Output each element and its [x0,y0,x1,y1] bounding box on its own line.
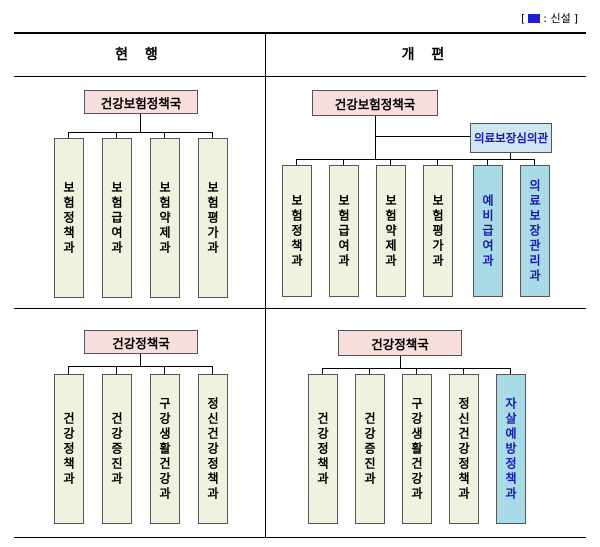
connector [375,116,376,159]
legend-close: ] [573,11,578,25]
dept-label: 건강정책과 [61,411,76,487]
dept-label: 보험정책과 [61,180,76,256]
dept-box: 보험약제과 [376,165,406,297]
dept-label: 보험약제과 [157,180,172,256]
dept-label: 정신건강정책과 [205,396,220,502]
dept-label: 구강생활건강과 [409,396,424,502]
connector [140,114,141,132]
dept-label: 건강증진과 [362,411,377,487]
dept-label: 자살예방정책과 [503,396,518,502]
dept-box: 보험평가과 [198,138,228,298]
connector [164,132,165,138]
dept-label: 구강생활건강과 [157,396,172,502]
connector [68,366,213,367]
dept-box: 정신건강정책과 [198,374,228,524]
connector [375,136,470,137]
connector [510,368,511,374]
connector [164,366,165,374]
connector [68,132,213,133]
connector [322,368,323,374]
bureau-box: 건강보험정책국 [84,90,198,114]
bureau-box: 건강정책국 [338,330,462,356]
dept-label: 보험평가과 [430,193,445,269]
connector [416,368,417,374]
bureau-box: 건강보험정책국 [312,90,438,116]
dept-label: 예비급여과 [480,193,495,269]
legend-label: : 신설 [543,12,571,25]
connector [296,159,535,160]
dept-label: 보험정책과 [289,193,304,269]
dept-label: 보험평가과 [205,180,220,256]
connector [534,159,535,165]
dept-box: 건강정책과 [54,374,84,524]
dept-box: 구강생활건강과 [402,374,432,524]
legend-new-swatch [528,13,541,23]
dept-box: 정신건강정책과 [449,374,479,524]
connector [296,159,297,165]
dept-box: 건강증진과 [355,374,385,524]
connector [463,368,464,374]
legend-open: [ [520,11,526,25]
dept-label: 보험급여과 [336,193,351,269]
new-dept-box: 의료보장관리과 [520,165,550,297]
dept-label: 건강증진과 [109,411,124,487]
new-dept-box: 자살예방정책과 [496,374,526,524]
new-dept-box: 예비급여과 [473,165,503,297]
connector [343,159,344,165]
connector [510,153,511,159]
connector [390,159,391,165]
dept-label: 보험급여과 [109,180,124,256]
column-divider [265,32,266,538]
legend: [ : 신설 ] [521,10,578,26]
dept-label: 의료보장관리과 [527,178,542,284]
dept-box: 건강증진과 [102,374,132,524]
comparison-table: 현 행 개 편 건강보험정책국 보험정책과 보험급여과 보험약제과 보험평가과 … [14,32,586,538]
dept-box: 보험급여과 [329,165,359,297]
dept-box: 보험정책과 [54,138,84,298]
dept-box: 구강생활건강과 [150,374,180,524]
dept-box: 보험평가과 [423,165,453,297]
dept-box: 보험정책과 [282,165,312,297]
connector [140,354,141,366]
dept-label: 정신건강정책과 [456,396,471,502]
connector [212,366,213,374]
dept-box: 보험약제과 [150,138,180,298]
connector [116,132,117,138]
dept-label: 보험약제과 [383,193,398,269]
connector [369,368,370,374]
connector [437,159,438,165]
connector [212,132,213,138]
sub-office-box: 의료보장심의관 [470,123,552,153]
dept-label: 건강정책과 [315,411,330,487]
connector [487,159,488,165]
connector [400,356,401,368]
connector [116,366,117,374]
connector [68,366,69,374]
connector [68,132,69,138]
table-top-border [14,32,586,34]
row-divider [14,308,586,309]
dept-box: 보험급여과 [102,138,132,298]
header-current: 현 행 [115,47,164,63]
header-reorganized: 개 편 [401,47,451,63]
header-divider [14,76,586,77]
table-bottom-border [14,537,586,538]
bureau-box: 건강정책국 [84,330,198,354]
dept-box: 건강정책과 [308,374,338,524]
